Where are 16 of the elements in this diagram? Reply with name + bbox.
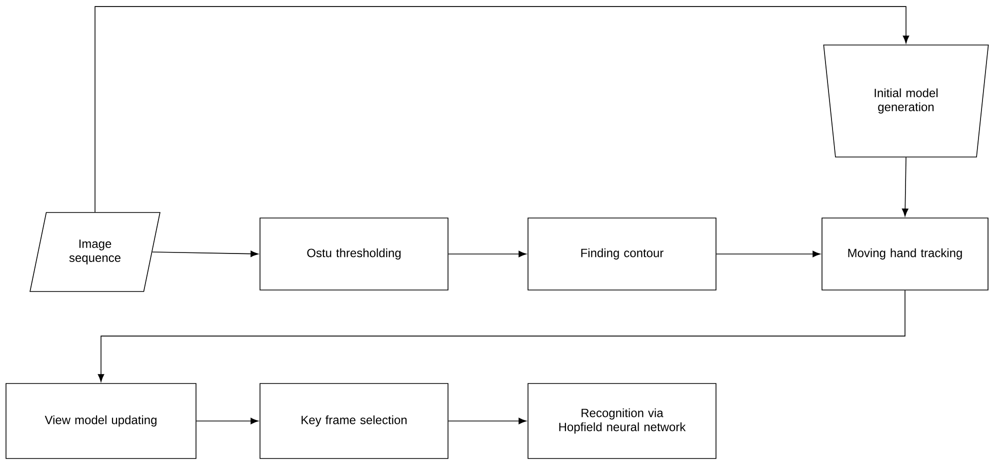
arrow: [716, 250, 820, 258]
arrow: [448, 418, 526, 424]
arrow: [448, 250, 526, 258]
arrow: [94, 6, 910, 212]
process-box: Key frame selection: [260, 383, 448, 459]
process-box: Recognition via Hopfield neural network: [528, 383, 716, 459]
input-parallelogram: Image sequence: [30, 212, 160, 292]
process-box: Finding contour: [528, 218, 716, 290]
manual-operation-trapezoid: Initial model generation: [823, 44, 989, 158]
process-box: Ostu thresholding: [260, 218, 448, 290]
process-box: Moving hand tracking: [822, 218, 988, 290]
arrow: [98, 290, 906, 382]
arrow: [196, 418, 258, 424]
arrow: [902, 157, 908, 216]
arrow: [152, 250, 258, 258]
process-box: View model updating: [6, 383, 196, 459]
